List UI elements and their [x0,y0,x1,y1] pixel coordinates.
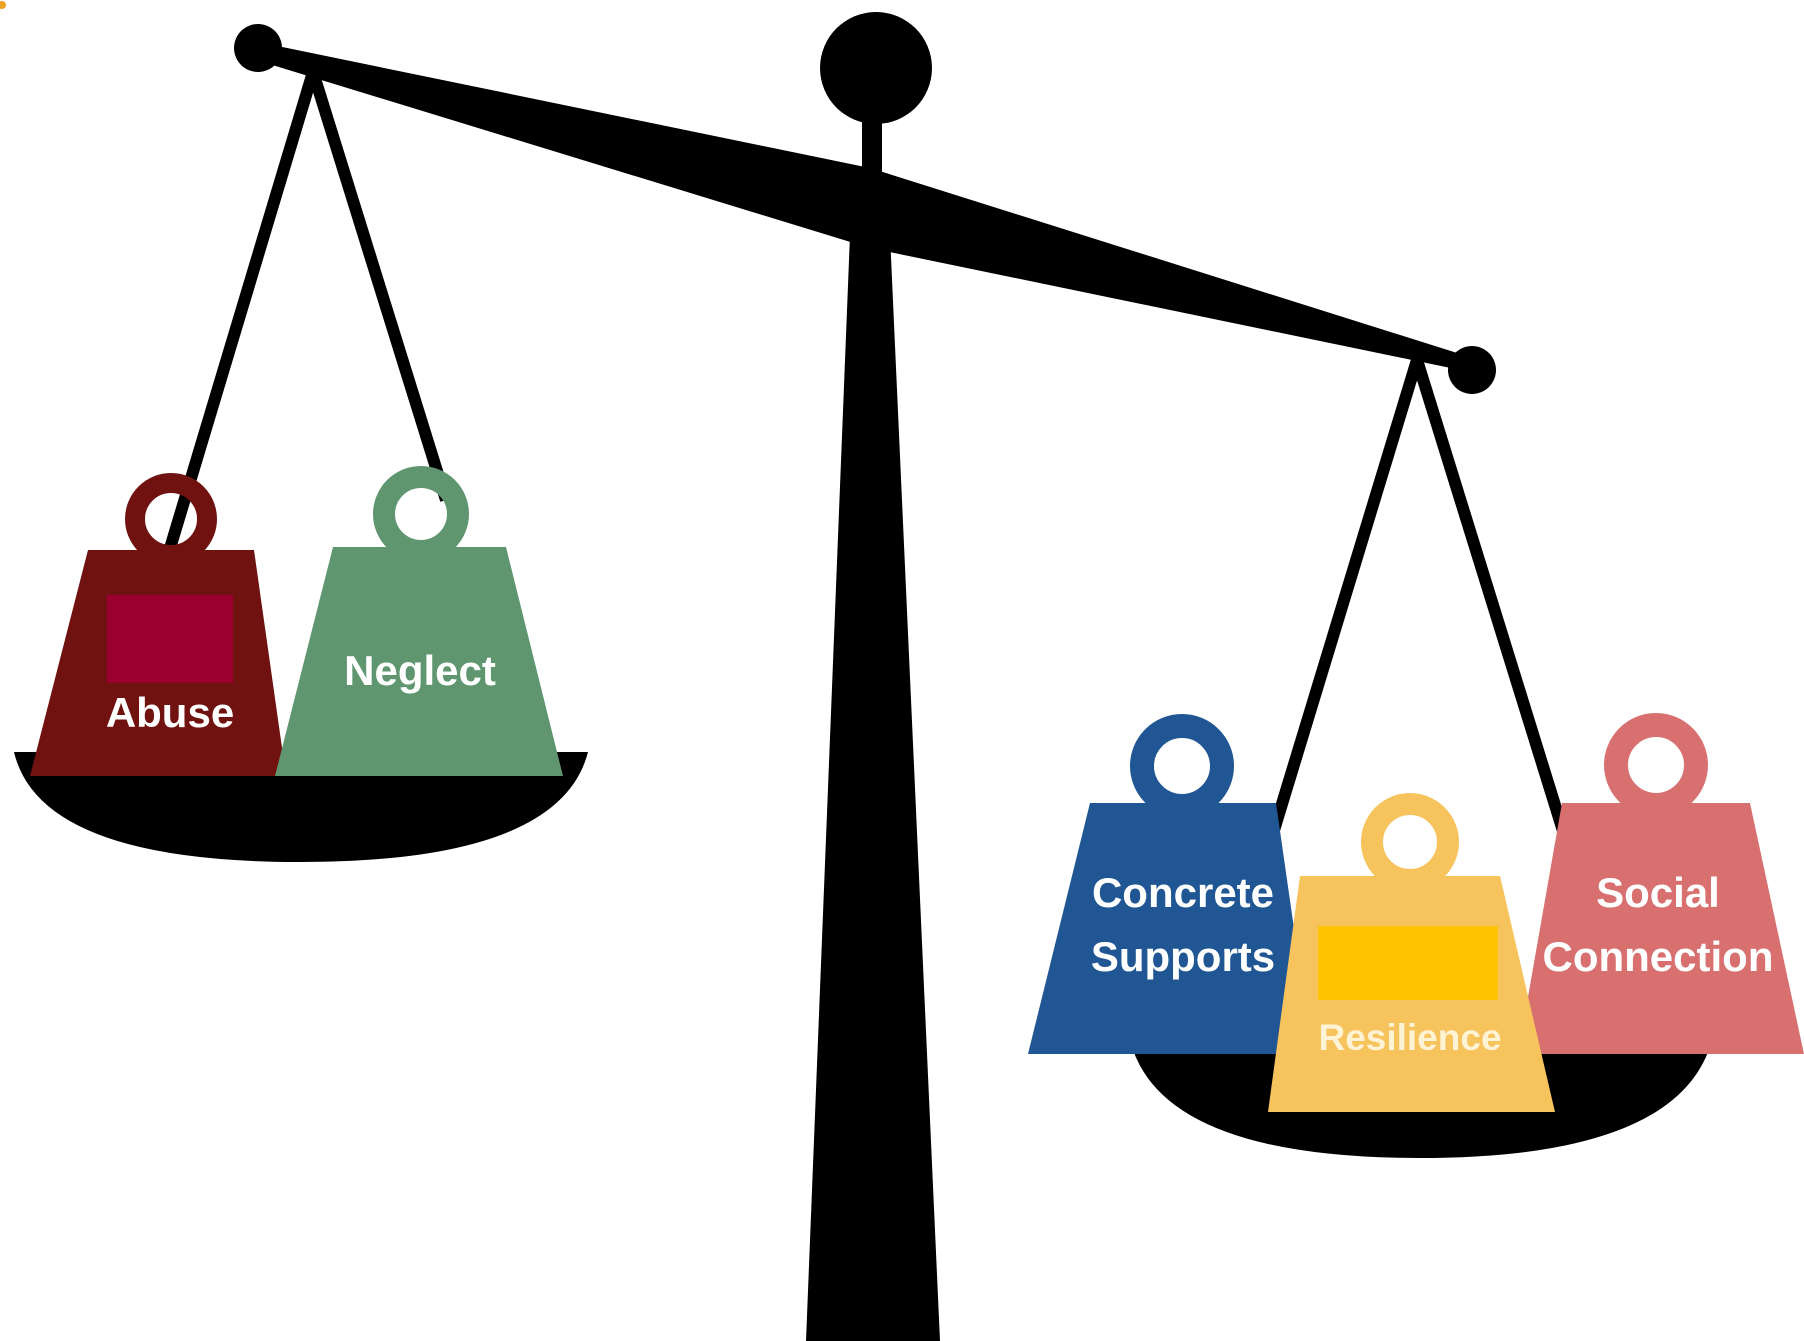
weight-neglect: Neglect [275,466,563,776]
right-pan-string-right [1411,358,1578,862]
weight-resilience: Resilience [1268,793,1555,1112]
weight-neglect-body [275,547,563,776]
weight-neglect-label: Neglect [344,647,496,694]
weight-social-connection-body [1518,803,1804,1054]
weight-abuse-patch [107,595,233,683]
weight-resilience-label: Resilience [1318,1017,1501,1058]
weight-resilience-patch [1318,926,1498,1000]
left-pan-string-left [162,70,319,557]
left-pan-assembly [14,70,588,862]
corner-mark [0,1,6,9]
weight-social-connection-label-line2: Connection [1543,933,1774,980]
right-pan-string-left [1262,358,1423,852]
stand-post [806,235,940,1341]
weight-resilience-handle [1361,793,1459,891]
weight-concrete-supports-label-line1: Concrete [1092,869,1274,916]
stand-top-knob [820,12,932,124]
left-pan-bowl [14,752,588,862]
left-pan-string-right [307,70,452,502]
scale-beam [234,24,1496,394]
weight-abuse-label: Abuse [106,689,234,736]
scale-stand [806,12,940,1341]
weight-concrete-supports-body [1028,803,1312,1054]
weight-concrete-supports: Concrete Supports [1028,714,1312,1054]
weight-neglect-handle [373,466,469,562]
weight-social-connection: Social Connection [1518,713,1804,1054]
beam-bar [256,42,1473,372]
beam-left-end-knob [234,24,282,72]
weight-social-connection-handle [1604,713,1708,817]
weight-social-connection-label-line1: Social [1596,869,1720,916]
beam-right-end-knob [1448,346,1496,394]
weight-concrete-supports-label-line2: Supports [1091,933,1275,980]
weight-abuse: Abuse [30,473,286,776]
weight-concrete-supports-handle [1130,714,1234,818]
